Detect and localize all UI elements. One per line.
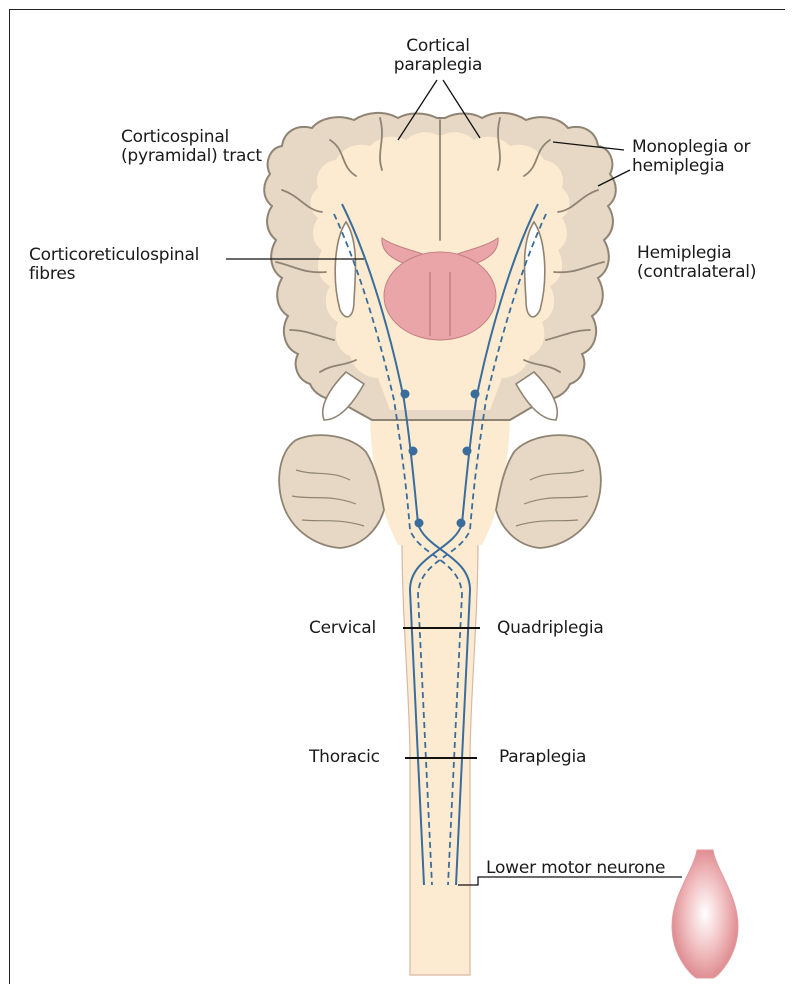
synapse-dot-4 [463,447,472,456]
label-paraplegia: Paraplegia [499,748,586,767]
synapse-dot-2 [471,390,480,399]
label-line: Cortical [383,37,493,56]
label-line: hemiplegia [632,157,750,176]
synapse-dot-3 [409,447,418,456]
label-line: (contralateral) [637,263,756,282]
label-line: (pyramidal) tract [121,147,262,166]
label-corticoreticulospinal: Corticoreticulospinal fibres [29,246,199,284]
label-corticospinal-tract: Corticospinal (pyramidal) tract [121,128,262,166]
label-lower-motor-neurone: Lower motor neurone [486,859,665,878]
label-thoracic: Thoracic [309,748,380,767]
brainstem [370,420,510,545]
label-line: Hemiplegia [637,244,756,263]
label-line: Corticospinal [121,128,262,147]
label-line: fibres [29,265,199,284]
label-quadriplegia: Quadriplegia [497,619,604,638]
label-line: Corticoreticulospinal [29,246,199,265]
muscle [672,850,738,978]
label-monoplegia: Monoplegia or hemiplegia [632,138,750,176]
label-cervical: Cervical [309,619,376,638]
synapse-dot-6 [457,519,466,528]
label-cortical-paraplegia: Cortical paraplegia [383,37,493,75]
label-line: paraplegia [383,56,493,75]
synapse-dot-5 [415,519,424,528]
synapse-dot-1 [401,390,410,399]
label-line: Monoplegia or [632,138,750,157]
basal-nuclei [382,238,498,340]
label-hemiplegia-contralateral: Hemiplegia (contralateral) [637,244,756,282]
